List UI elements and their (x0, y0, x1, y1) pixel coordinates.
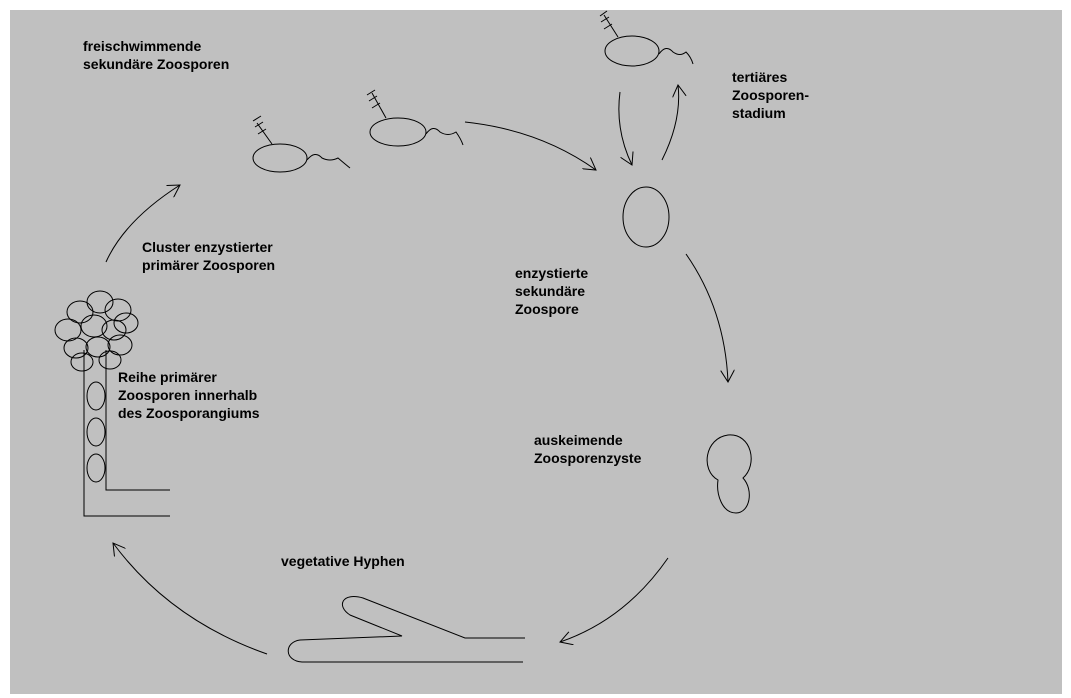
arrow-to-encysted-secondary (465, 122, 596, 170)
primary-cyst-cluster (55, 291, 138, 371)
secondary-zoospore-right (367, 90, 463, 146)
diagram-canvas: freischwimmende sekundäre Zoosporen tert… (10, 10, 1062, 694)
vegetative-hyphae (288, 597, 525, 662)
label-primary-row: Reihe primärer Zoosporen innerhalb des Z… (118, 368, 260, 422)
label-primary-cluster: Cluster enzystierter primärer Zoosporen (142, 238, 275, 274)
germinating-cyst (707, 435, 751, 513)
arrow-to-sporangium (113, 543, 267, 654)
label-vegetative-hyphae: vegetative Hyphen (281, 552, 405, 570)
label-encysted-secondary: enzystierte sekundäre Zoospore (515, 264, 588, 318)
arrow-down-to-encysted (619, 92, 632, 165)
arrow-up-to-tertiary (662, 85, 679, 160)
label-free-swimming-zoospores: freischwimmende sekundäre Zoosporen (83, 37, 229, 73)
arrow-to-germinating-cyst (686, 254, 728, 382)
secondary-zoospore-left (253, 116, 350, 172)
label-tertiary-stage: tertiäres Zoosporen- stadium (732, 68, 809, 122)
label-germinating-cyst: auskeimende Zoosporenzyste (534, 431, 641, 467)
life-cycle-drawing (10, 10, 1062, 694)
arrow-to-hyphae (560, 558, 668, 642)
encysted-secondary-cyst (623, 187, 669, 247)
tertiary-zoospore (600, 11, 693, 66)
